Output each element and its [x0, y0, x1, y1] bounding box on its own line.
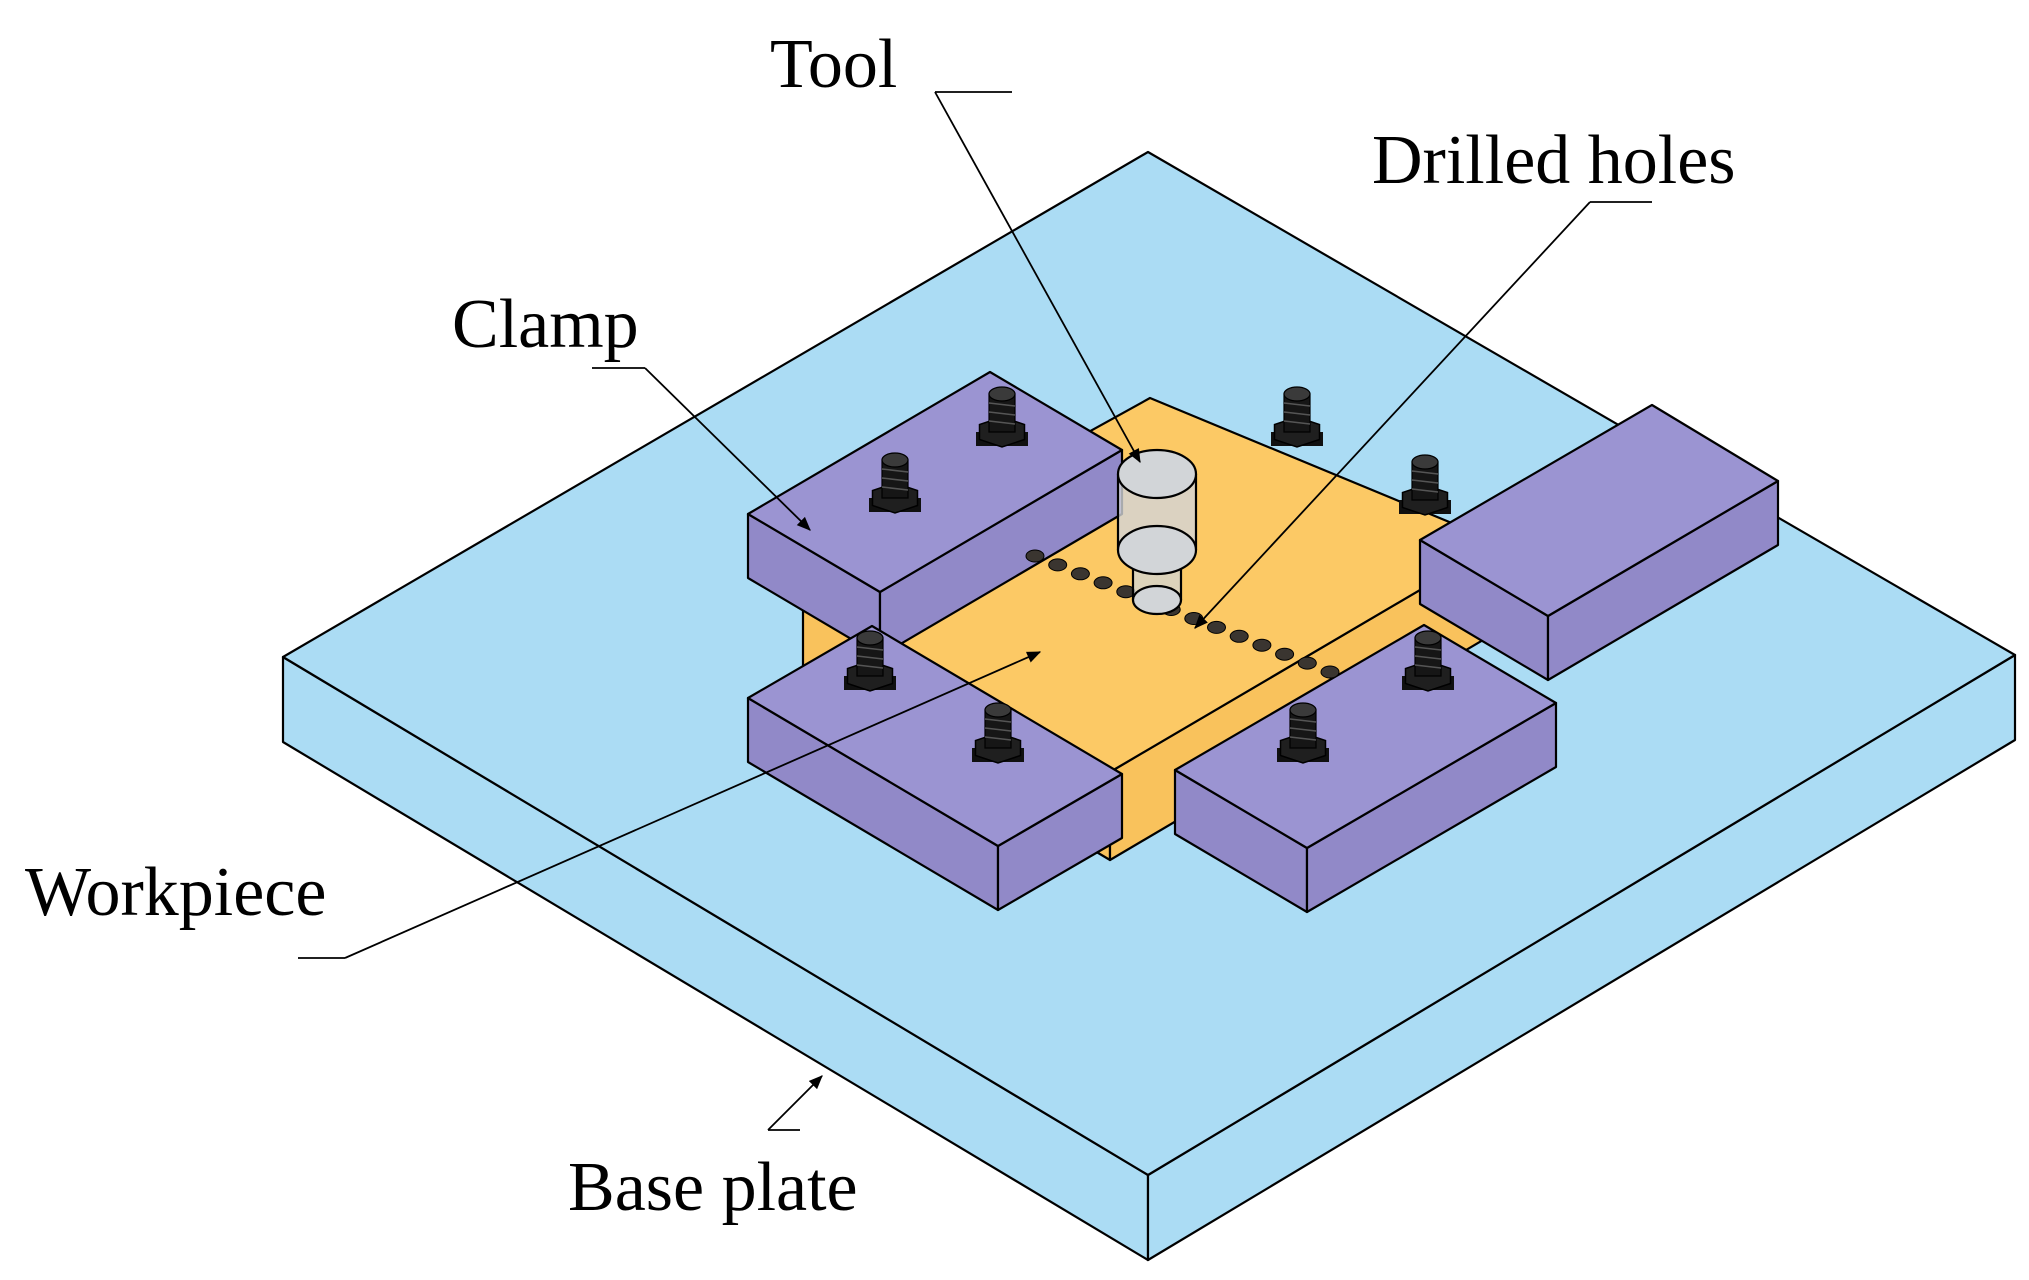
- label-workpiece: Workpiece: [25, 854, 326, 931]
- drilled-hole: [1320, 665, 1340, 679]
- drilled-hole: [1275, 647, 1295, 661]
- tool-tip-end: [1131, 584, 1183, 616]
- drilled-hole: [1207, 620, 1226, 634]
- drilled-hole: [1070, 567, 1090, 581]
- clamp-lower-right: [1173, 623, 1558, 914]
- tool-top: [1116, 448, 1198, 500]
- drilled-hole: [1093, 576, 1113, 590]
- bolt: [1271, 386, 1323, 448]
- clamp-upper-right: [1418, 403, 1780, 682]
- drilled-hole: [1229, 629, 1249, 643]
- bolt: [972, 702, 1024, 764]
- leader-clamp: [592, 367, 811, 531]
- bolt: [1399, 454, 1451, 516]
- bolt: [869, 452, 921, 514]
- bolt: [976, 386, 1028, 448]
- tool-shank-bottom: [1116, 524, 1198, 576]
- leader-drilled-holes: [1194, 201, 1652, 629]
- tool: [1116, 448, 1198, 616]
- leader-base-plate: [767, 1075, 823, 1131]
- label-base-plate: Base plate: [568, 1149, 858, 1226]
- leader-tool: [934, 91, 1141, 464]
- clamp-upper-left: [746, 370, 1124, 658]
- label-drilled-holes: Drilled holes: [1372, 122, 1736, 199]
- bolt: [844, 630, 896, 692]
- drilled-hole: [1048, 558, 1068, 572]
- drilled-hole: [1297, 656, 1317, 670]
- bolt: [1277, 702, 1329, 764]
- bolt: [1402, 630, 1454, 692]
- leader-workpiece: [298, 651, 1042, 959]
- label-tool: Tool: [770, 26, 897, 103]
- clamp-lower-left: [746, 624, 1124, 912]
- drilled-hole: [1252, 638, 1272, 652]
- drilled-hole: [1025, 549, 1045, 563]
- label-clamp: Clamp: [452, 286, 639, 363]
- clamp-bolts: [844, 386, 1454, 764]
